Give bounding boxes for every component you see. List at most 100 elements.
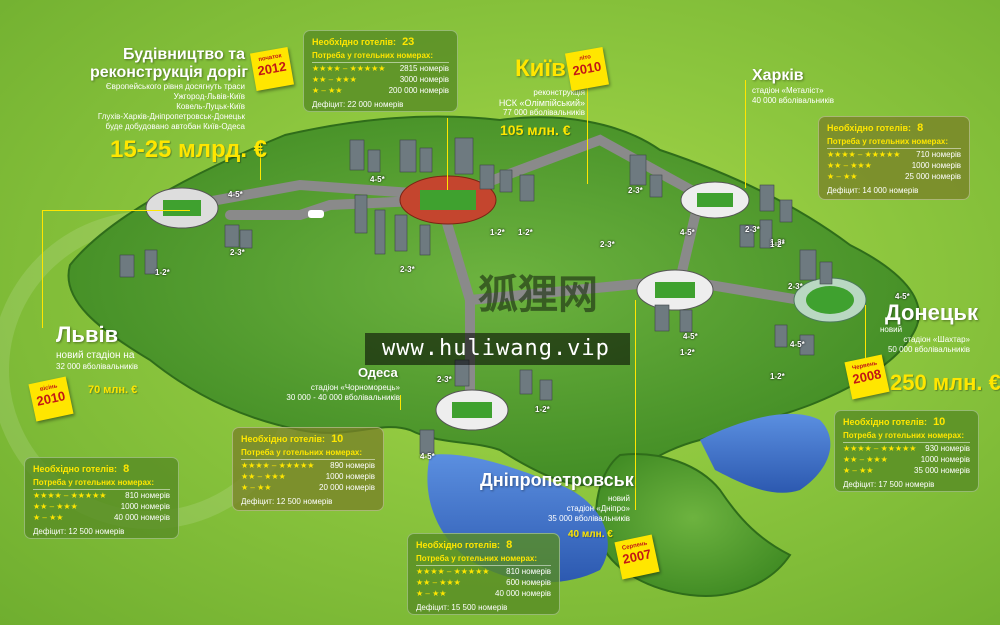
kyiv-hotels-row-3: ★ – ★★200 000 номерів	[312, 86, 449, 95]
kharkiv-hotels-sub: Потреба у готельних номерах:	[827, 136, 961, 149]
kyiv-hotels-panel: Необхідно готелів:23 Потреба у готельних…	[303, 30, 458, 112]
odesa-hotels-row-2: ★★ – ★★★1000 номерів	[241, 472, 375, 481]
roads-desc-2: Ужгород-Львів-Київ	[173, 92, 245, 101]
sea-azov	[700, 413, 831, 493]
stadium-lviv[interactable]	[145, 187, 219, 229]
odesa-hotels-deficit: Дефіцит: 12 500 номерів	[241, 497, 333, 506]
dnipro-hotels-title: Необхідно готелів:8	[416, 539, 513, 551]
kharkiv-desc-2: 40 000 вболівальників	[752, 96, 835, 105]
donetsk-hotels-row-1: ★★★★ – ★★★★★930 номерів	[843, 444, 970, 453]
kyiv-hotels-row-1: ★★★★ – ★★★★★2815 номерів	[312, 64, 449, 73]
dnipro-info: новий стадіон «Дніпро» 35 000 вболівальн…	[520, 494, 630, 524]
roads-date-tag: початок 2012	[249, 46, 295, 92]
leader-line-kyiv-1	[447, 118, 448, 190]
donetsk-desc-3: 50 000 вболівальників	[887, 345, 970, 354]
kyiv-hotels-title: Необхідно готелів:23	[312, 36, 415, 48]
kharkiv-hotels-panel: Необхідно готелів:8 Потреба у готельних …	[818, 116, 970, 200]
donetsk-info: новий стадіон «Шахтар» 50 000 вболівальн…	[880, 325, 970, 355]
odesa-hotels-row-3: ★ – ★★20 000 номерів	[241, 483, 375, 492]
dnipro-desc-3: 35 000 вболівальників	[547, 514, 630, 523]
lviv-hotels-sub: Потреба у готельних номерах:	[33, 477, 170, 490]
kyiv-hotels-row-2: ★★ – ★★★3000 номерів	[312, 75, 449, 84]
lviv-hotels-title: Необхідно готелів:8	[33, 463, 130, 475]
donetsk-desc-2: стадіон «Шахтар»	[903, 335, 970, 344]
kharkiv-hotels-title: Необхідно готелів:8	[827, 122, 924, 134]
city-donetsk: Донецьк	[885, 300, 978, 325]
dnipro-hotels-row-1: ★★★★ – ★★★★★810 номерів	[416, 567, 551, 576]
kyiv-desc-2: НСК «Олімпійський»	[498, 98, 585, 108]
city-kyiv: Київ	[515, 55, 566, 82]
odesa-hotels-title: Необхідно готелів:10	[241, 433, 344, 445]
roads-title-2: реконструкція доріг	[90, 64, 248, 81]
leader-line-kharkiv	[745, 80, 746, 188]
rating-label: 2-3*	[230, 248, 245, 257]
roads-info: Будівництво та реконструкція доріг Європ…	[90, 46, 248, 132]
buildings	[119, 137, 833, 455]
kyiv-info: реконструкція НСК «Олімпійський» 77 000 …	[465, 88, 585, 118]
kyiv-desc-1: реконструкція	[533, 88, 585, 97]
stadium-dnipro[interactable]	[636, 269, 714, 311]
city-kharkiv: Харків	[752, 67, 804, 84]
stadium-donetsk[interactable]	[793, 277, 867, 323]
rating-label: 4-5*	[420, 452, 435, 461]
rating-label: 1-2*	[770, 240, 785, 249]
dnipro-date-tag: Серпень 2007	[614, 534, 660, 580]
rating-label: 1-2*	[518, 228, 533, 237]
kharkiv-desc-1: стадіон «Металіст»	[752, 86, 824, 95]
lviv-hotels-deficit: Дефіцит: 12 500 номерів	[33, 527, 125, 536]
donetsk-hotels-row-3: ★ – ★★35 000 номерів	[843, 466, 970, 475]
lviv-date-tag: вiсiнь 2010	[28, 376, 74, 422]
rating-label: 1-2*	[155, 268, 170, 277]
lviv-hotels-row-2: ★★ – ★★★1000 номерів	[33, 502, 170, 511]
dnipro-hotels-sub: Потреба у готельних номерах:	[416, 553, 551, 566]
kharkiv-hotels-row-1: ★★★★ – ★★★★★710 номерів	[827, 150, 961, 159]
odesa-hotels-row-1: ★★★★ – ★★★★★890 номерів	[241, 461, 375, 470]
kharkiv-info: стадіон «Металіст» 40 000 вболівальників	[752, 86, 834, 106]
lviv-hotels-row-1: ★★★★ – ★★★★★810 номерів	[33, 491, 170, 500]
lviv-hotels-panel: Необхідно готелів:8 Потреба у готельних …	[24, 457, 179, 539]
odesa-hotels-sub: Потреба у готельних номерах:	[241, 447, 375, 460]
odesa-hotels-panel: Необхідно готелів:10 Потреба у готельних…	[232, 427, 384, 511]
rating-label: 4-5*	[680, 228, 695, 237]
rating-label: 4-5*	[790, 340, 805, 349]
rating-label: 2-3*	[400, 265, 415, 274]
watermark-bar	[365, 333, 630, 365]
stadium-odesa[interactable]	[435, 389, 509, 431]
roads-desc-5: буде добудовано автобан Київ-Одеса	[105, 122, 245, 131]
kyiv-desc-3: 77 000 вболівальників	[502, 108, 585, 117]
kyiv-hotels-sub: Потреба у готельних номерах:	[312, 50, 449, 63]
leader-line-kyiv-2	[587, 88, 588, 184]
odesa-desc-1: стадіон «Чорноморець»	[310, 383, 400, 392]
odesa-info: стадіон «Чорноморець» 30 000 - 40 000 вб…	[275, 383, 400, 403]
dnipro-hotels-deficit: Дефіцит: 15 500 номерів	[416, 603, 508, 612]
rating-label: 2-3*	[437, 375, 452, 384]
leader-line-odesa	[400, 395, 401, 410]
donetsk-cost: 250 млн. €	[890, 370, 1000, 395]
stadium-kharkiv[interactable]	[680, 181, 750, 219]
leader-line-donetsk	[865, 305, 866, 365]
rating-label: 4-5*	[895, 292, 910, 301]
rating-label: 2-3*	[628, 186, 643, 195]
car-icon	[308, 210, 324, 218]
donetsk-hotels-title: Необхідно готелів:10	[843, 416, 946, 428]
rating-label: 4-5*	[370, 175, 385, 184]
leader-line-lviv-h	[42, 210, 190, 211]
kyiv-date-tag: літо 2010	[564, 46, 610, 92]
roads-title-1: Будівництво та	[123, 46, 245, 63]
watermark-cn: 狐狸网	[478, 271, 598, 318]
donetsk-desc-1: новий	[880, 325, 903, 334]
city-odesa: Одеса	[358, 365, 398, 380]
rating-label: 1-2*	[770, 372, 785, 381]
rating-label: 4-5*	[683, 332, 698, 341]
city-dnipro: Дніпропетровськ	[480, 470, 634, 490]
dnipro-hotels-panel: Необхідно готелів:8 Потреба у готельних …	[407, 533, 560, 615]
kyiv-hotels-deficit: Дефіцит: 22 000 номерів	[312, 100, 404, 109]
rating-label: 1-2*	[490, 228, 505, 237]
leader-line-roads	[260, 140, 261, 180]
stadium-kyiv[interactable]	[399, 175, 497, 225]
donetsk-date-tag: Червень 2008	[844, 354, 890, 400]
rating-label: 2-3*	[745, 225, 760, 234]
donetsk-hotels-sub: Потреба у готельних номерах:	[843, 430, 970, 443]
kharkiv-hotels-row-2: ★★ – ★★★1000 номерів	[827, 161, 961, 170]
